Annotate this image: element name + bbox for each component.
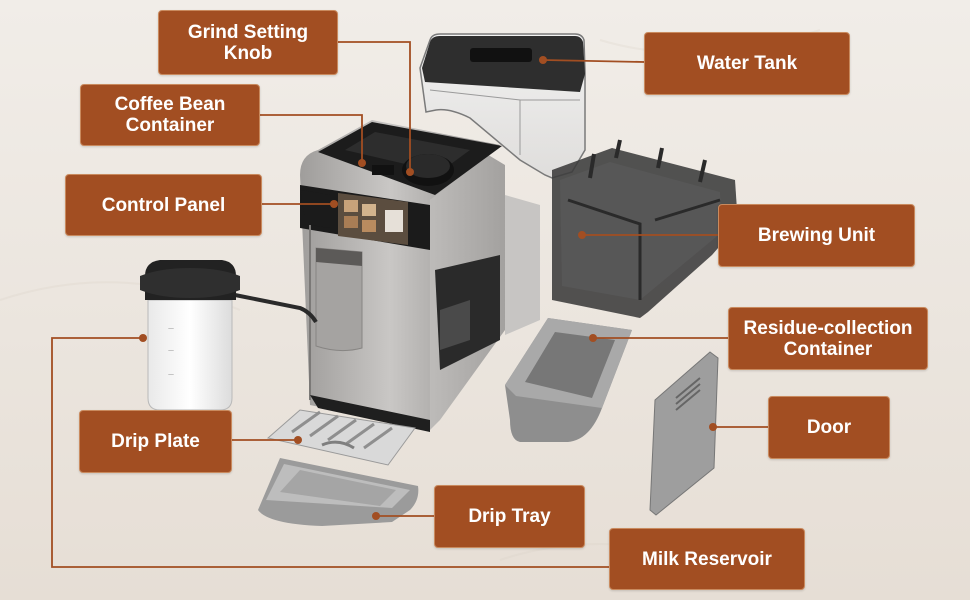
label-text: Coffee Bean Container xyxy=(114,94,226,136)
residue-container xyxy=(505,318,632,442)
drip-tray xyxy=(258,458,419,526)
leader-grind-knob xyxy=(337,41,411,172)
leader-lines xyxy=(51,41,768,568)
coffee-machine xyxy=(234,120,540,432)
label-text: Water Tank xyxy=(696,53,798,74)
label-text: Drip Plate xyxy=(111,431,200,452)
label-brewing-unit: Brewing Unit xyxy=(718,204,915,267)
label-text: Brewing Unit xyxy=(757,225,876,246)
label-text: Drip Tray xyxy=(468,506,551,527)
brewing-unit xyxy=(552,139,738,318)
leader-bean-container xyxy=(259,114,363,163)
label-control-panel: Control Panel xyxy=(65,174,262,236)
label-text: Residue-collection Container xyxy=(743,317,913,360)
label-residue-collection-container: Residue-collection Container xyxy=(728,307,928,370)
leader-dots xyxy=(139,56,717,520)
label-drip-tray: Drip Tray xyxy=(434,485,585,548)
label-door: Door xyxy=(768,396,890,459)
label-text: Grind Setting Knob xyxy=(187,21,309,64)
label-coffee-bean-container: Coffee Bean Container xyxy=(80,84,260,146)
leader-milk-reservoir xyxy=(51,337,609,568)
drip-plate xyxy=(266,409,416,466)
svg-text:—: — xyxy=(168,371,174,378)
label-milk-reservoir: Milk Reservoir xyxy=(609,528,805,590)
label-text: Milk Reservoir xyxy=(642,548,772,570)
svg-text:—: — xyxy=(168,347,174,354)
label-text: Control Panel xyxy=(101,194,226,216)
label-text: Door xyxy=(806,417,852,438)
milk-reservoir: — — — xyxy=(140,260,240,411)
svg-text:—: — xyxy=(168,325,174,332)
leader-water-tank xyxy=(542,59,645,63)
door-panel xyxy=(649,351,719,516)
label-water-tank: Water Tank xyxy=(644,32,850,95)
water-tank xyxy=(419,33,586,179)
label-drip-plate: Drip Plate xyxy=(79,410,232,473)
label-grind-setting-knob: Grind Setting Knob xyxy=(158,10,338,75)
